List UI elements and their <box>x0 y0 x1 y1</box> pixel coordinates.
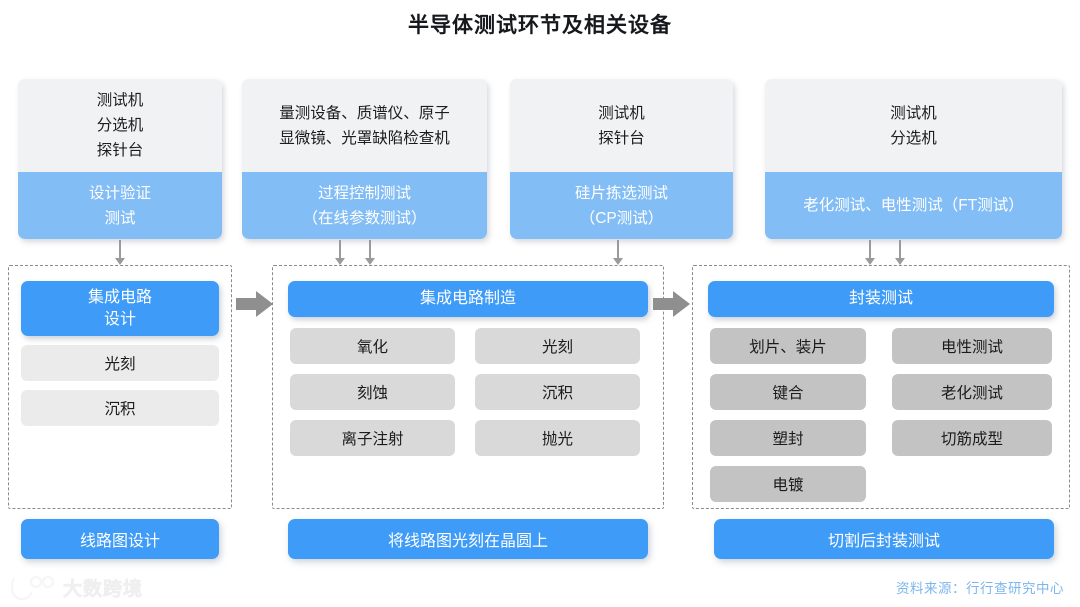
equipment-card-3: 测试机 探针台 硅片拣选测试 （CP测试） <box>510 79 733 239</box>
connector-line-4 <box>617 240 619 260</box>
connector-line-2 <box>339 240 341 260</box>
equipment-card-2-stage: 过程控制测试 （在线参数测试） <box>242 172 487 239</box>
stage-footer-packaging-test[interactable]: 切割后封装测试 <box>714 519 1054 559</box>
process-chip-packaging-test-6[interactable]: 切筋成型 <box>892 420 1052 456</box>
connector-line-1 <box>119 240 121 260</box>
connector-line-5 <box>869 240 871 260</box>
connector-line-3 <box>369 240 371 260</box>
connector-arrowhead-3 <box>365 258 375 265</box>
process-chip-ic-manufacturing-3[interactable]: 光刻 <box>475 328 640 364</box>
process-chip-packaging-test-5[interactable]: 老化测试 <box>892 374 1052 410</box>
process-chip-packaging-test-1[interactable]: 键合 <box>710 374 866 410</box>
process-chip-packaging-test-3[interactable]: 电镀 <box>710 466 866 502</box>
equipment-card-4: 测试机 分选机 老化测试、电性测试（FT测试） <box>765 79 1062 239</box>
stage-box-ic-manufacturing <box>272 265 664 509</box>
process-chip-packaging-test-0[interactable]: 划片、装片 <box>710 328 866 364</box>
page-title: 半导体测试环节及相关设备 <box>408 14 672 37</box>
process-chip-packaging-test-4[interactable]: 电性测试 <box>892 328 1052 364</box>
stage-header-ic-design[interactable]: 集成电路 设计 <box>21 281 219 336</box>
equipment-card-1: 测试机 分选机 探针台 设计验证 测试 <box>18 79 222 239</box>
process-chip-packaging-test-2[interactable]: 塑封 <box>710 420 866 456</box>
connector-line-6 <box>899 240 901 260</box>
process-chip-ic-manufacturing-2[interactable]: 离子注射 <box>290 420 455 456</box>
process-chip-ic-manufacturing-1[interactable]: 刻蚀 <box>290 374 455 410</box>
stage-header-packaging-test[interactable]: 封装测试 <box>708 281 1054 317</box>
connector-arrowhead-4 <box>613 258 623 265</box>
equipment-card-4-equipment: 测试机 分选机 <box>765 79 1062 172</box>
stage-box-packaging-test <box>692 265 1070 509</box>
connector-arrowhead-6 <box>895 258 905 265</box>
equipment-card-1-equipment: 测试机 分选机 探针台 <box>18 79 222 172</box>
equipment-card-2-equipment: 量测设备、质谱仪、原子 显微镜、光罩缺陷检查机 <box>242 79 487 172</box>
stage-header-ic-manufacturing[interactable]: 集成电路制造 <box>288 281 648 317</box>
connector-arrowhead-5 <box>865 258 875 265</box>
equipment-card-2: 量测设备、质谱仪、原子 显微镜、光罩缺陷检查机 过程控制测试 （在线参数测试） <box>242 79 487 239</box>
process-chip-ic-design-0[interactable]: 光刻 <box>21 345 219 381</box>
equipment-card-1-stage: 设计验证 测试 <box>18 172 222 239</box>
connector-arrowhead-2 <box>335 258 345 265</box>
equipment-card-4-stage: 老化测试、电性测试（FT测试） <box>765 172 1062 239</box>
equipment-card-3-equipment: 测试机 探针台 <box>510 79 733 172</box>
process-chip-ic-manufacturing-0[interactable]: 氧化 <box>290 328 455 364</box>
flow-arrow-2 <box>653 291 690 317</box>
process-chip-ic-manufacturing-5[interactable]: 抛光 <box>475 420 640 456</box>
brand-logo-icon <box>10 575 55 600</box>
flow-arrow-1 <box>236 291 273 317</box>
process-chip-ic-design-1[interactable]: 沉积 <box>21 390 219 426</box>
process-chip-ic-manufacturing-4[interactable]: 沉积 <box>475 374 640 410</box>
source-note: 资料来源：行行查研究中心 <box>896 581 1064 596</box>
watermark: 大数跨境 <box>10 574 143 601</box>
stage-footer-ic-design[interactable]: 线路图设计 <box>21 519 219 559</box>
equipment-card-3-stage: 硅片拣选测试 （CP测试） <box>510 172 733 239</box>
watermark-text: 大数跨境 <box>63 579 144 601</box>
stage-footer-ic-manufacturing[interactable]: 将线路图光刻在晶圆上 <box>288 519 648 559</box>
stage-box-ic-design <box>8 265 232 509</box>
connector-arrowhead-1 <box>115 258 125 265</box>
